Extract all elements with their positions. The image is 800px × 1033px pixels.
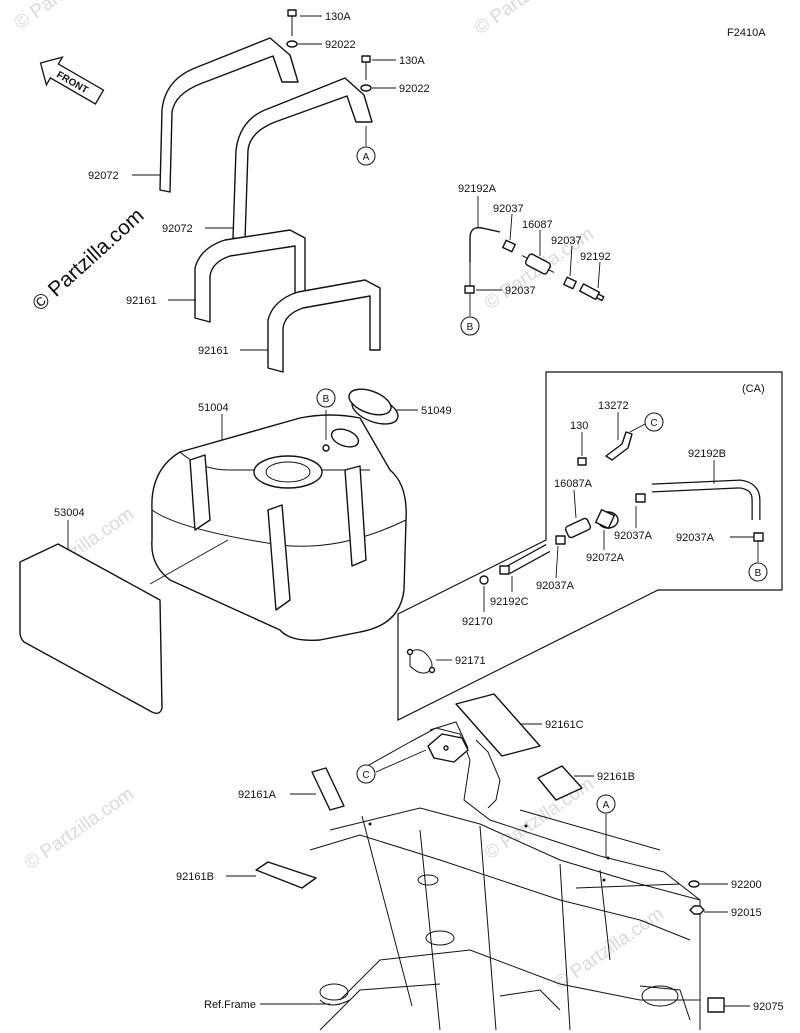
label-92192: 92192 <box>580 251 611 263</box>
label-51049: 51049 <box>421 405 452 417</box>
front-arrow-icon: FRONT <box>39 56 105 105</box>
cap-92075-icon <box>707 997 725 1013</box>
label-92037a: 92037A <box>676 532 715 544</box>
svg-text:A: A <box>363 152 370 163</box>
vehicle-frame <box>309 721 701 1031</box>
label-ref-frame: Ref.Frame <box>204 999 256 1011</box>
hose-92192b <box>651 480 760 520</box>
clip-92170-icon <box>479 575 489 585</box>
variant-box-label: (CA) <box>742 383 765 395</box>
label-92022: 92022 <box>325 39 356 51</box>
tank-strap-front <box>232 77 373 241</box>
pad-92161a <box>311 767 345 811</box>
clamp-92037a-icon <box>635 493 646 503</box>
label-92072: 92072 <box>88 170 119 182</box>
pad-92161b <box>255 861 317 889</box>
bolt-130a-icon <box>287 9 297 36</box>
vent-92192-icon <box>579 283 605 302</box>
label-92072: 92072 <box>162 223 193 235</box>
bracket-13272-icon <box>605 431 633 461</box>
washer-92200-icon <box>688 880 700 888</box>
pad-92161b <box>537 765 583 801</box>
bolt-130-icon <box>577 457 587 466</box>
label-92192a: 92192A <box>458 183 497 195</box>
label-130: 130 <box>570 420 588 432</box>
clamp-92037-icon <box>502 239 516 253</box>
label-92192b: 92192B <box>688 448 726 460</box>
label-92161: 92161 <box>126 295 157 307</box>
hose-92192a <box>469 227 501 262</box>
svg-text:C: C <box>650 418 657 429</box>
watermark: © Partzilla.com <box>21 783 138 874</box>
label-16087a: 16087A <box>554 478 593 490</box>
label-92037: 92037 <box>551 235 582 247</box>
shield-plate-53004 <box>19 543 163 715</box>
washer-92022-icon <box>360 84 372 92</box>
label-92170: 92170 <box>462 616 493 628</box>
svg-text:A: A <box>603 800 610 811</box>
figure-code: F2410A <box>727 27 766 39</box>
label-92037a: 92037A <box>614 530 653 542</box>
svg-text:B: B <box>323 394 330 405</box>
fuel-filter-16087-icon <box>521 253 555 275</box>
label-92022: 92022 <box>399 83 430 95</box>
callout-c: C <box>356 764 376 784</box>
canister-92072a-icon <box>594 508 619 530</box>
label-13272: 13272 <box>598 400 629 412</box>
strap-pad-front <box>267 279 381 373</box>
svg-text:B: B <box>467 322 474 333</box>
pad-92161c <box>455 693 541 757</box>
watermark: © Partzilla.com <box>11 0 128 34</box>
bolt-130a-icon <box>361 55 371 80</box>
label-53004: 53004 <box>54 507 85 519</box>
callout-b: B <box>460 316 480 336</box>
label-92072a: 92072A <box>586 552 625 564</box>
label-92200: 92200 <box>731 879 762 891</box>
label-92192c: 92192C <box>490 596 529 608</box>
fuel-cap-icon <box>330 388 399 448</box>
fuel-tank <box>151 414 407 641</box>
callout-b: B <box>316 388 336 408</box>
nut-92015-icon <box>689 905 705 915</box>
label-130a: 130A <box>399 55 425 67</box>
clamp-92037a-icon <box>753 532 764 542</box>
label-16087: 16087 <box>522 219 553 231</box>
callout-a: A <box>596 794 616 814</box>
filter-16087a-icon <box>564 517 592 539</box>
label-92015: 92015 <box>731 907 762 919</box>
label-92037: 92037 <box>505 285 536 297</box>
washer-92022-icon <box>286 40 298 48</box>
tank-strap-rear <box>159 37 299 193</box>
clamp-92037a-icon <box>555 535 566 545</box>
callout-b: B <box>748 562 768 582</box>
label-92161b: 92161B <box>597 771 635 783</box>
label-92161: 92161 <box>198 345 229 357</box>
svg-text:C: C <box>362 770 369 781</box>
callout-a: A <box>356 146 376 166</box>
frame-bracket <box>427 733 469 763</box>
clamp-icon <box>499 565 510 575</box>
hose-92192c <box>506 545 550 573</box>
label-92171: 92171 <box>455 655 486 667</box>
clamp-92037-icon <box>464 285 475 294</box>
label-92161a: 92161A <box>238 789 277 801</box>
clamp-92171-icon <box>406 648 436 674</box>
label-92161b: 92161B <box>176 871 214 883</box>
watermark: © Partzilla.com <box>471 0 588 39</box>
watermark: © Partzilla.com <box>551 903 668 994</box>
label-92037a: 92037A <box>536 580 575 592</box>
label-92037: 92037 <box>493 203 524 215</box>
label-92161c: 92161C <box>545 719 584 731</box>
label-92075: 92075 <box>753 1001 784 1013</box>
label-130a: 130A <box>325 11 351 23</box>
svg-text:B: B <box>755 568 762 579</box>
clamp-92037-icon <box>563 276 577 290</box>
callout-c: C <box>644 412 664 432</box>
label-51004: 51004 <box>198 402 229 414</box>
